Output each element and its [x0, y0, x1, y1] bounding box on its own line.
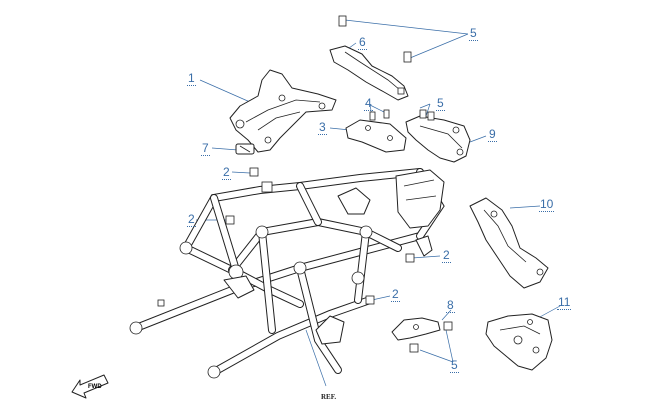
callout-2-right[interactable]: 2: [442, 248, 451, 263]
ref-label: REF.: [321, 393, 337, 401]
callout-7[interactable]: 7: [201, 141, 210, 156]
callout-11[interactable]: 11: [557, 295, 572, 310]
callout-9[interactable]: 9: [488, 127, 497, 142]
callout-1[interactable]: 1: [187, 71, 196, 86]
leader-lines: [196, 19, 561, 387]
part-bracket-11: [485, 313, 553, 371]
callout-4[interactable]: 4: [364, 96, 373, 111]
fwd-arrow-icon: FWD: [71, 374, 109, 399]
part-7: [235, 143, 255, 155]
frame-joints: [129, 169, 445, 379]
callout-5-top[interactable]: 5: [469, 26, 478, 41]
part-plate-3: [345, 109, 407, 153]
part-bracket-8: [391, 317, 453, 353]
callout-2-lower[interactable]: 2: [391, 287, 400, 302]
callout-5-bottom[interactable]: 5: [450, 358, 459, 373]
callout-3[interactable]: 3: [318, 120, 327, 135]
callout-6[interactable]: 6: [358, 35, 367, 50]
part-bracket-9: [405, 109, 471, 163]
callout-2-upper[interactable]: 2: [222, 165, 231, 180]
callout-10[interactable]: 10: [539, 197, 555, 212]
part-bracket-10: [469, 197, 549, 289]
part-bracket-1: [229, 69, 337, 153]
main-frame: [132, 168, 445, 376]
part-bracket-6: [329, 15, 412, 101]
loose-fasteners: [157, 167, 415, 307]
callout-5-mid[interactable]: 5: [436, 96, 445, 111]
callout-2-left[interactable]: 2: [187, 212, 196, 227]
fwd-label: FWD: [88, 384, 102, 390]
callout-8[interactable]: 8: [446, 298, 455, 313]
